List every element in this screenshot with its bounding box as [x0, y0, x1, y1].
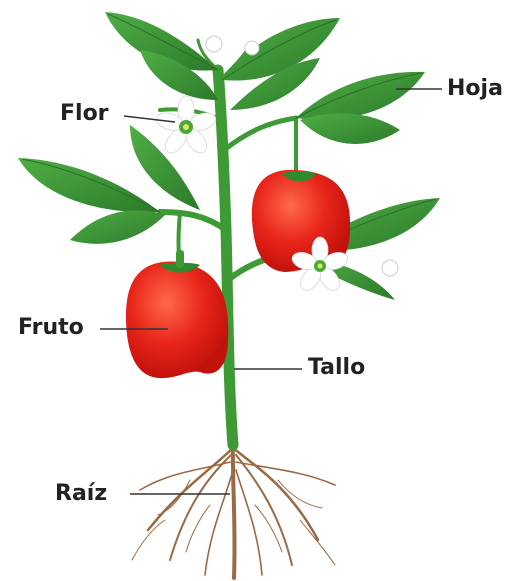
- roots: [132, 440, 335, 578]
- leaf: [70, 210, 165, 244]
- leaf: [300, 113, 400, 144]
- leaf: [296, 72, 425, 120]
- leaf-label: Hoja: [447, 76, 503, 101]
- leaf: [18, 158, 160, 212]
- pepper-fruit-left: [126, 250, 228, 378]
- flower-upper: [154, 96, 218, 157]
- fruit-label: Fruto: [18, 315, 84, 340]
- stem-label: Tallo: [308, 355, 365, 380]
- flower-label: Flor: [60, 101, 109, 126]
- root-label: Raíz: [55, 481, 107, 506]
